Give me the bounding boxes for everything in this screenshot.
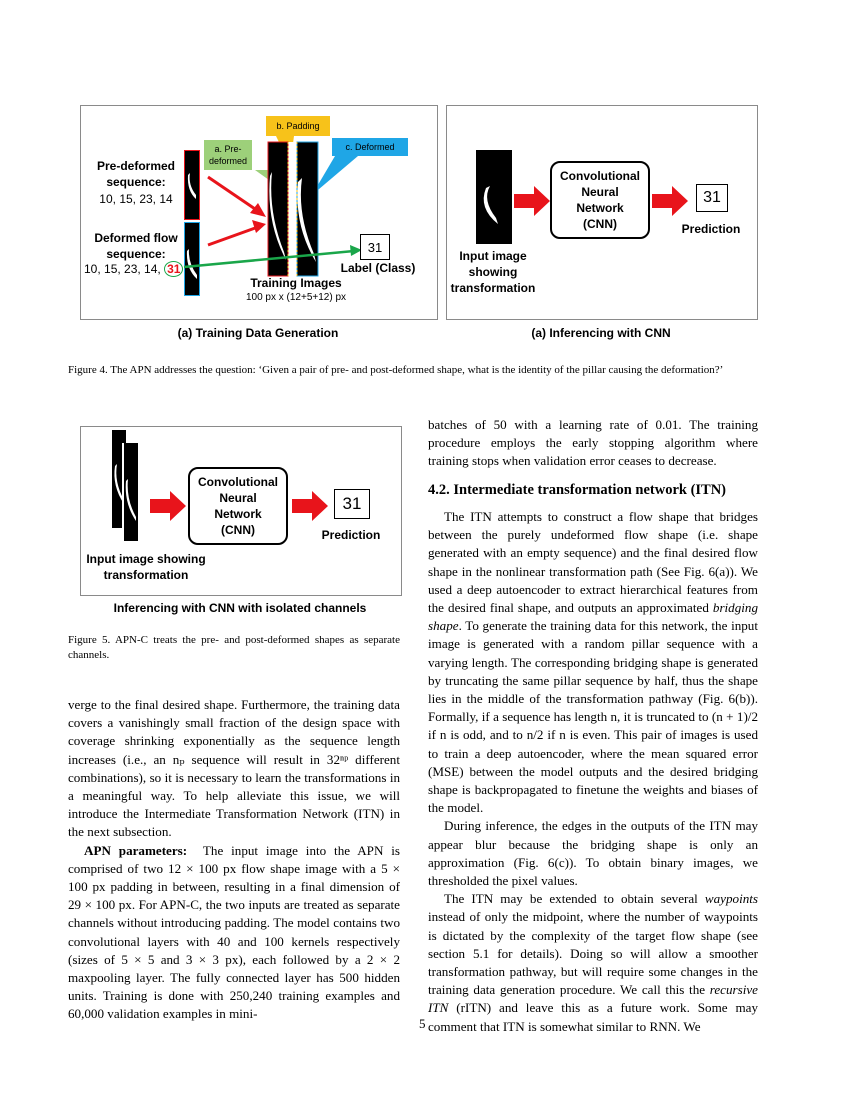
inference-arrow-1 bbox=[514, 186, 550, 216]
deformed-image bbox=[184, 222, 200, 296]
tag-deformed: c. Deformed bbox=[332, 138, 408, 156]
left-column: verge to the final desired shape. Furthe… bbox=[68, 696, 400, 1024]
fig5-arrow-1 bbox=[150, 491, 186, 521]
inference-input-image bbox=[476, 150, 512, 244]
training-arrows bbox=[183, 175, 362, 269]
label-class-box: 31 bbox=[360, 234, 390, 260]
tag-padding: b. Padding bbox=[266, 116, 330, 136]
section-title-itn: 4.2. Intermediate transformation network… bbox=[428, 482, 727, 498]
prediction-box-fig4: 31 bbox=[696, 184, 728, 212]
pre-deformed-image bbox=[184, 150, 200, 220]
apn-parameters-text: The input image into the APN is comprise… bbox=[68, 842, 401, 1022]
deformed-shape bbox=[185, 223, 199, 295]
inference-input-shape bbox=[476, 150, 512, 244]
left-para-1: verge to the final desired shape. Furthe… bbox=[68, 697, 400, 840]
deformed-flow-label: Deformed flow sequence: bbox=[94, 231, 178, 261]
apn-parameters-heading: APN parameters: bbox=[84, 842, 188, 858]
training-images-dims: 100 px x (12+5+12) px bbox=[245, 292, 347, 303]
label-class-text: Label (Class) bbox=[340, 261, 416, 275]
figure5-caption: Figure 5. APN-C treats the pre- and post… bbox=[68, 634, 400, 661]
subcaption-inferencing: (a) Inferencing with CNN bbox=[531, 326, 671, 340]
highlighted-pillar-31: 31 bbox=[164, 261, 184, 277]
prediction-label-fig5: Prediction bbox=[321, 528, 381, 542]
fig5-arrow-2 bbox=[292, 491, 328, 521]
right-para-1: The ITN attempts to construct a flow sha… bbox=[428, 509, 758, 816]
prediction-label-fig4: Prediction bbox=[681, 222, 741, 236]
waypoints-term: waypoints bbox=[704, 891, 758, 907]
cnn-box-fig4: Convolutional Neural Network (CNN) bbox=[550, 161, 650, 239]
right-column-top: batches of 50 with a learning rate of 0.… bbox=[428, 416, 758, 471]
figure4-caption: Figure 4. The APN addresses the question… bbox=[68, 364, 724, 376]
right-column-main: The ITN attempts to construct a flow sha… bbox=[428, 508, 758, 1036]
deformed-flow-sequence: 10, 15, 23, 14, 31 bbox=[84, 261, 194, 277]
page-number: 5 bbox=[419, 1016, 426, 1031]
right-para-2: During inference, the edges in the outpu… bbox=[428, 818, 758, 889]
pre-deformed-label: Pre-deformed sequence: bbox=[96, 159, 176, 189]
figure5-subcaption: Inferencing with CNN with isolated chann… bbox=[113, 601, 367, 615]
training-image bbox=[267, 141, 319, 277]
isolated-channel-front bbox=[122, 443, 138, 541]
pre-deformed-shape bbox=[185, 151, 199, 219]
input-image-label-fig4: Input image showing transformation bbox=[450, 249, 536, 295]
subcaption-training: (a) Training Data Generation bbox=[177, 326, 339, 340]
pre-deformed-sequence: 10, 15, 23, 14 bbox=[99, 192, 173, 206]
cnn-box-fig5: Convolutional Neural Network (CNN) bbox=[188, 467, 288, 545]
left-para-2: APN parameters: The input image into the… bbox=[68, 842, 400, 1024]
recursive-itn-term: recursive ITN bbox=[428, 982, 758, 1016]
input-image-label-fig5: Input image showing transformation bbox=[86, 552, 206, 582]
right-para-0: batches of 50 with a learning rate of 0.… bbox=[428, 417, 758, 469]
tag-pre-deformed: a. Pre- deformed bbox=[204, 140, 252, 170]
bridging-shape-term: bridging shape bbox=[428, 600, 758, 634]
prediction-box-fig5: 31 bbox=[334, 489, 370, 519]
right-para-3: The ITN may be extended to obtain severa… bbox=[428, 891, 758, 1034]
training-image-shape bbox=[267, 141, 319, 277]
inference-arrow-2 bbox=[652, 186, 688, 216]
isolated-channel-front-shape bbox=[124, 443, 138, 541]
deformed-seq-text: 10, 15, 23, 14, bbox=[84, 262, 165, 276]
training-images-title: Training Images bbox=[250, 276, 342, 290]
